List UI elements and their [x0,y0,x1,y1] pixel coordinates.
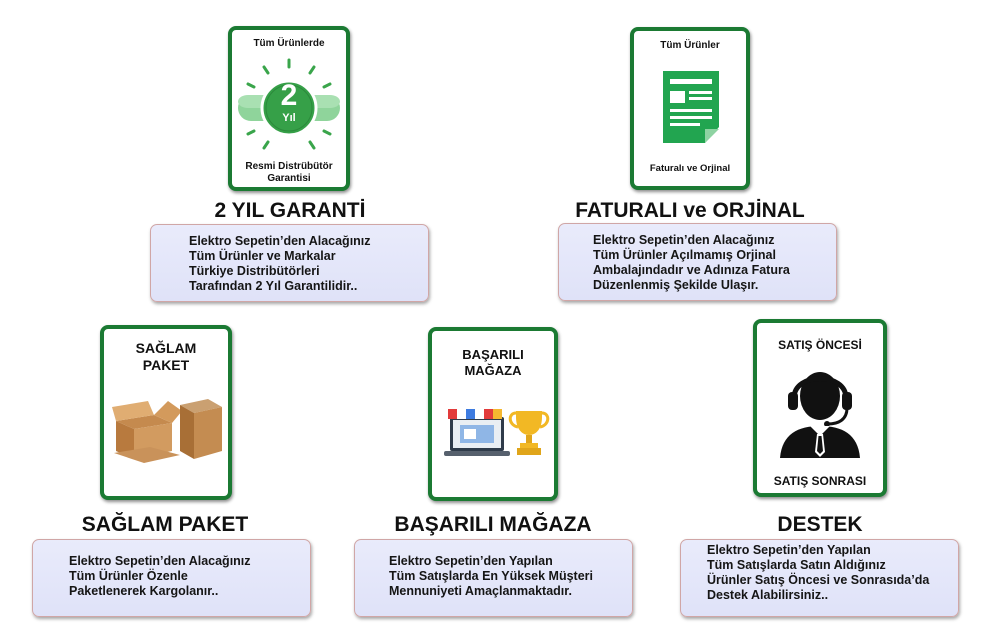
warranty-badge-bottom-line-1: Resmi Distrübütör [245,161,333,172]
warranty-description: Elektro Sepetin’den Alacağınız Tüm Ürünl… [189,234,371,293]
support-badge: SATIŞ ÖNCESİ SATIŞ SONRASI [753,319,887,497]
support-title: DESTEK [777,513,863,536]
store-badge-line-2: MAĞAZA [464,363,522,378]
store-badge-line-1: BAŞARILI [462,347,524,362]
package-description: Elektro Sepetin’den Alacağınız Tüm Ürünl… [69,554,251,598]
store-title: BAŞARILI MAĞAZA [394,513,592,536]
warranty-badge: Tüm Ürünlerde 2 Yıl Resmi Distrübütör Ga… [228,26,350,191]
store-description-box: Elektro Sepetin’den Yapılan Tüm Satışlar… [354,539,633,617]
warranty-description-box: Elektro Sepetin’den Alacağınız Tüm Ürünl… [150,224,429,302]
package-badge: SAĞLAM PAKET [100,325,232,500]
package-badge-line-1: SAĞLAM [135,340,197,356]
invoice-badge-bottom-text: Faturalı ve Orjinal [649,163,731,174]
warranty-unit: Yıl [282,112,296,124]
invoice-description-box: Elektro Sepetin’den Alacağınız Tüm Ürünl… [558,223,837,301]
package-title: SAĞLAM PAKET [81,513,249,536]
support-badge-top-text: SATIŞ ÖNCESİ [778,338,862,352]
warranty-number: 2 [280,79,298,112]
storefront-laptop-trophy-icon [444,409,550,456]
warranty-badge-top-text: Tüm Ürünlerde [253,38,325,49]
warranty-badge-bottom-line-2: Garantisi [267,173,311,184]
support-description-box: Elektro Sepetin’den Yapılan Tüm Satışlar… [680,539,959,617]
package-badge-line-2: PAKET [142,357,190,373]
package-description-box: Elektro Sepetin’den Alacağınız Tüm Ürünl… [32,539,311,617]
invoice-document-icon [663,71,719,143]
warranty-title: 2 YIL GARANTİ [214,199,366,222]
warranty-2-year-icon [238,58,340,150]
store-description: Elektro Sepetin’den Yapılan Tüm Satışlar… [389,554,594,598]
invoice-badge-top-text: Tüm Ürünler [660,40,720,51]
support-description: Elektro Sepetin’den Yapılan Tüm Satışlar… [707,543,930,602]
cardboard-boxes-icon [112,399,222,463]
invoice-badge: Tüm Ürünler Faturalı ve Orjinal [630,27,750,190]
support-badge-bottom-text: SATIŞ SONRASI [773,474,867,488]
invoice-title: FATURALI ve ORJİNAL [575,199,805,222]
store-badge: BAŞARILI MAĞAZA [428,327,558,501]
headset-operator-icon [780,372,860,458]
invoice-description: Elektro Sepetin’den Alacağınız Tüm Ürünl… [593,233,790,292]
